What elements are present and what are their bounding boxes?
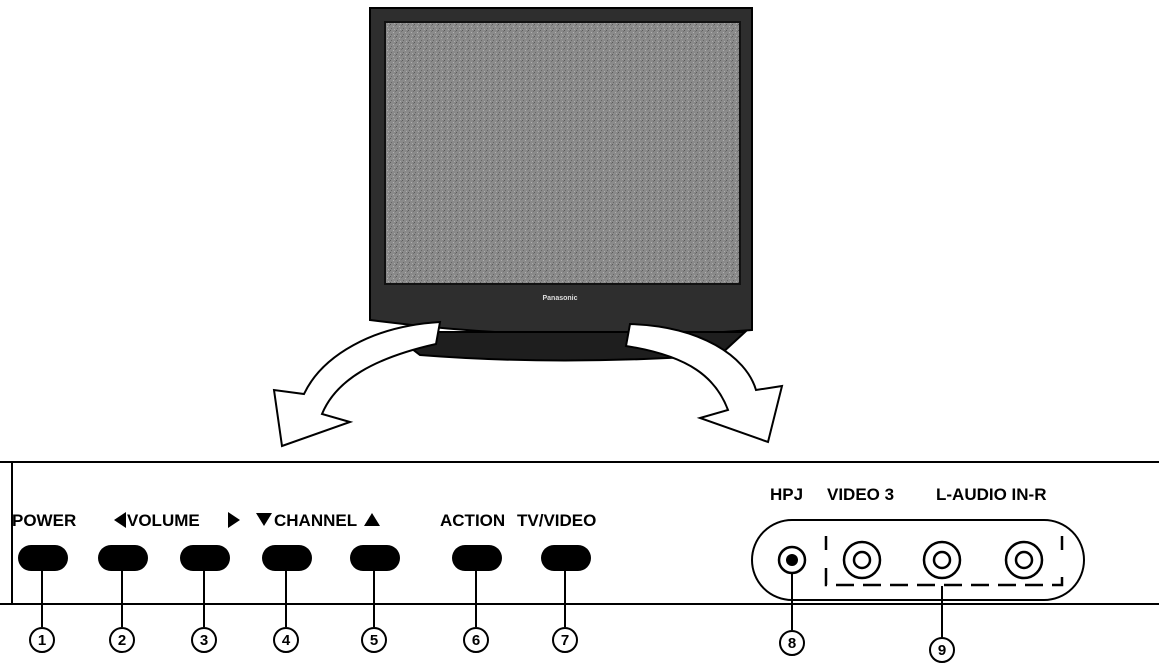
callout-leaders xyxy=(41,571,943,642)
action-button[interactable] xyxy=(452,545,502,571)
channel-label: CHANNEL xyxy=(274,511,357,530)
hpj-label: HPJ xyxy=(770,485,803,504)
right-curved-arrow xyxy=(624,322,784,444)
svg-text:4: 4 xyxy=(282,632,291,649)
video3-label: VIDEO 3 xyxy=(827,485,894,504)
headphone-jack[interactable] xyxy=(777,545,807,575)
jack-panel xyxy=(751,519,1085,601)
tv-video-label: TV/VIDEO xyxy=(517,511,596,530)
volume-up-button[interactable] xyxy=(180,545,230,571)
volume-left-arrow-icon xyxy=(114,512,126,528)
callout-9: 9 xyxy=(929,637,955,663)
callout-8: 8 xyxy=(779,630,805,656)
svg-text:1: 1 xyxy=(38,632,46,649)
callout-3: 3 xyxy=(191,627,217,653)
tv-brand-logo: Panasonic xyxy=(542,295,577,302)
svg-text:6: 6 xyxy=(472,632,480,649)
control-panel xyxy=(0,461,1159,605)
svg-text:9: 9 xyxy=(938,642,946,659)
svg-text:8: 8 xyxy=(788,635,796,652)
power-button[interactable] xyxy=(18,545,68,571)
callout-4: 4 xyxy=(273,627,299,653)
svg-text:2: 2 xyxy=(118,632,126,649)
callout-1: 1 xyxy=(29,627,55,653)
channel-down-arrow-icon xyxy=(256,513,272,526)
volume-right-arrow-icon xyxy=(228,512,240,528)
audio-right-jack[interactable] xyxy=(1004,540,1044,580)
svg-text:3: 3 xyxy=(200,632,208,649)
tv-screen xyxy=(384,21,741,285)
audio-label: L-AUDIO IN-R xyxy=(936,485,1046,504)
callout-6: 6 xyxy=(463,627,489,653)
channel-up-button[interactable] xyxy=(350,545,400,571)
callout-7: 7 xyxy=(552,627,578,653)
action-label: ACTION xyxy=(440,511,505,530)
television: Panasonic xyxy=(369,7,753,362)
audio-left-jack[interactable] xyxy=(922,540,962,580)
left-curved-arrow xyxy=(272,320,442,448)
svg-text:7: 7 xyxy=(561,632,569,649)
volume-label: VOLUME xyxy=(127,511,200,530)
volume-down-button[interactable] xyxy=(98,545,148,571)
channel-up-arrow-icon xyxy=(364,513,380,526)
video3-jack[interactable] xyxy=(842,540,882,580)
callout-2: 2 xyxy=(109,627,135,653)
power-label: POWER xyxy=(12,511,76,530)
av-input-group-bracket xyxy=(824,536,1064,587)
channel-down-button[interactable] xyxy=(262,545,312,571)
callout-5: 5 xyxy=(361,627,387,653)
tv-video-button[interactable] xyxy=(541,545,591,571)
svg-text:5: 5 xyxy=(370,632,378,649)
